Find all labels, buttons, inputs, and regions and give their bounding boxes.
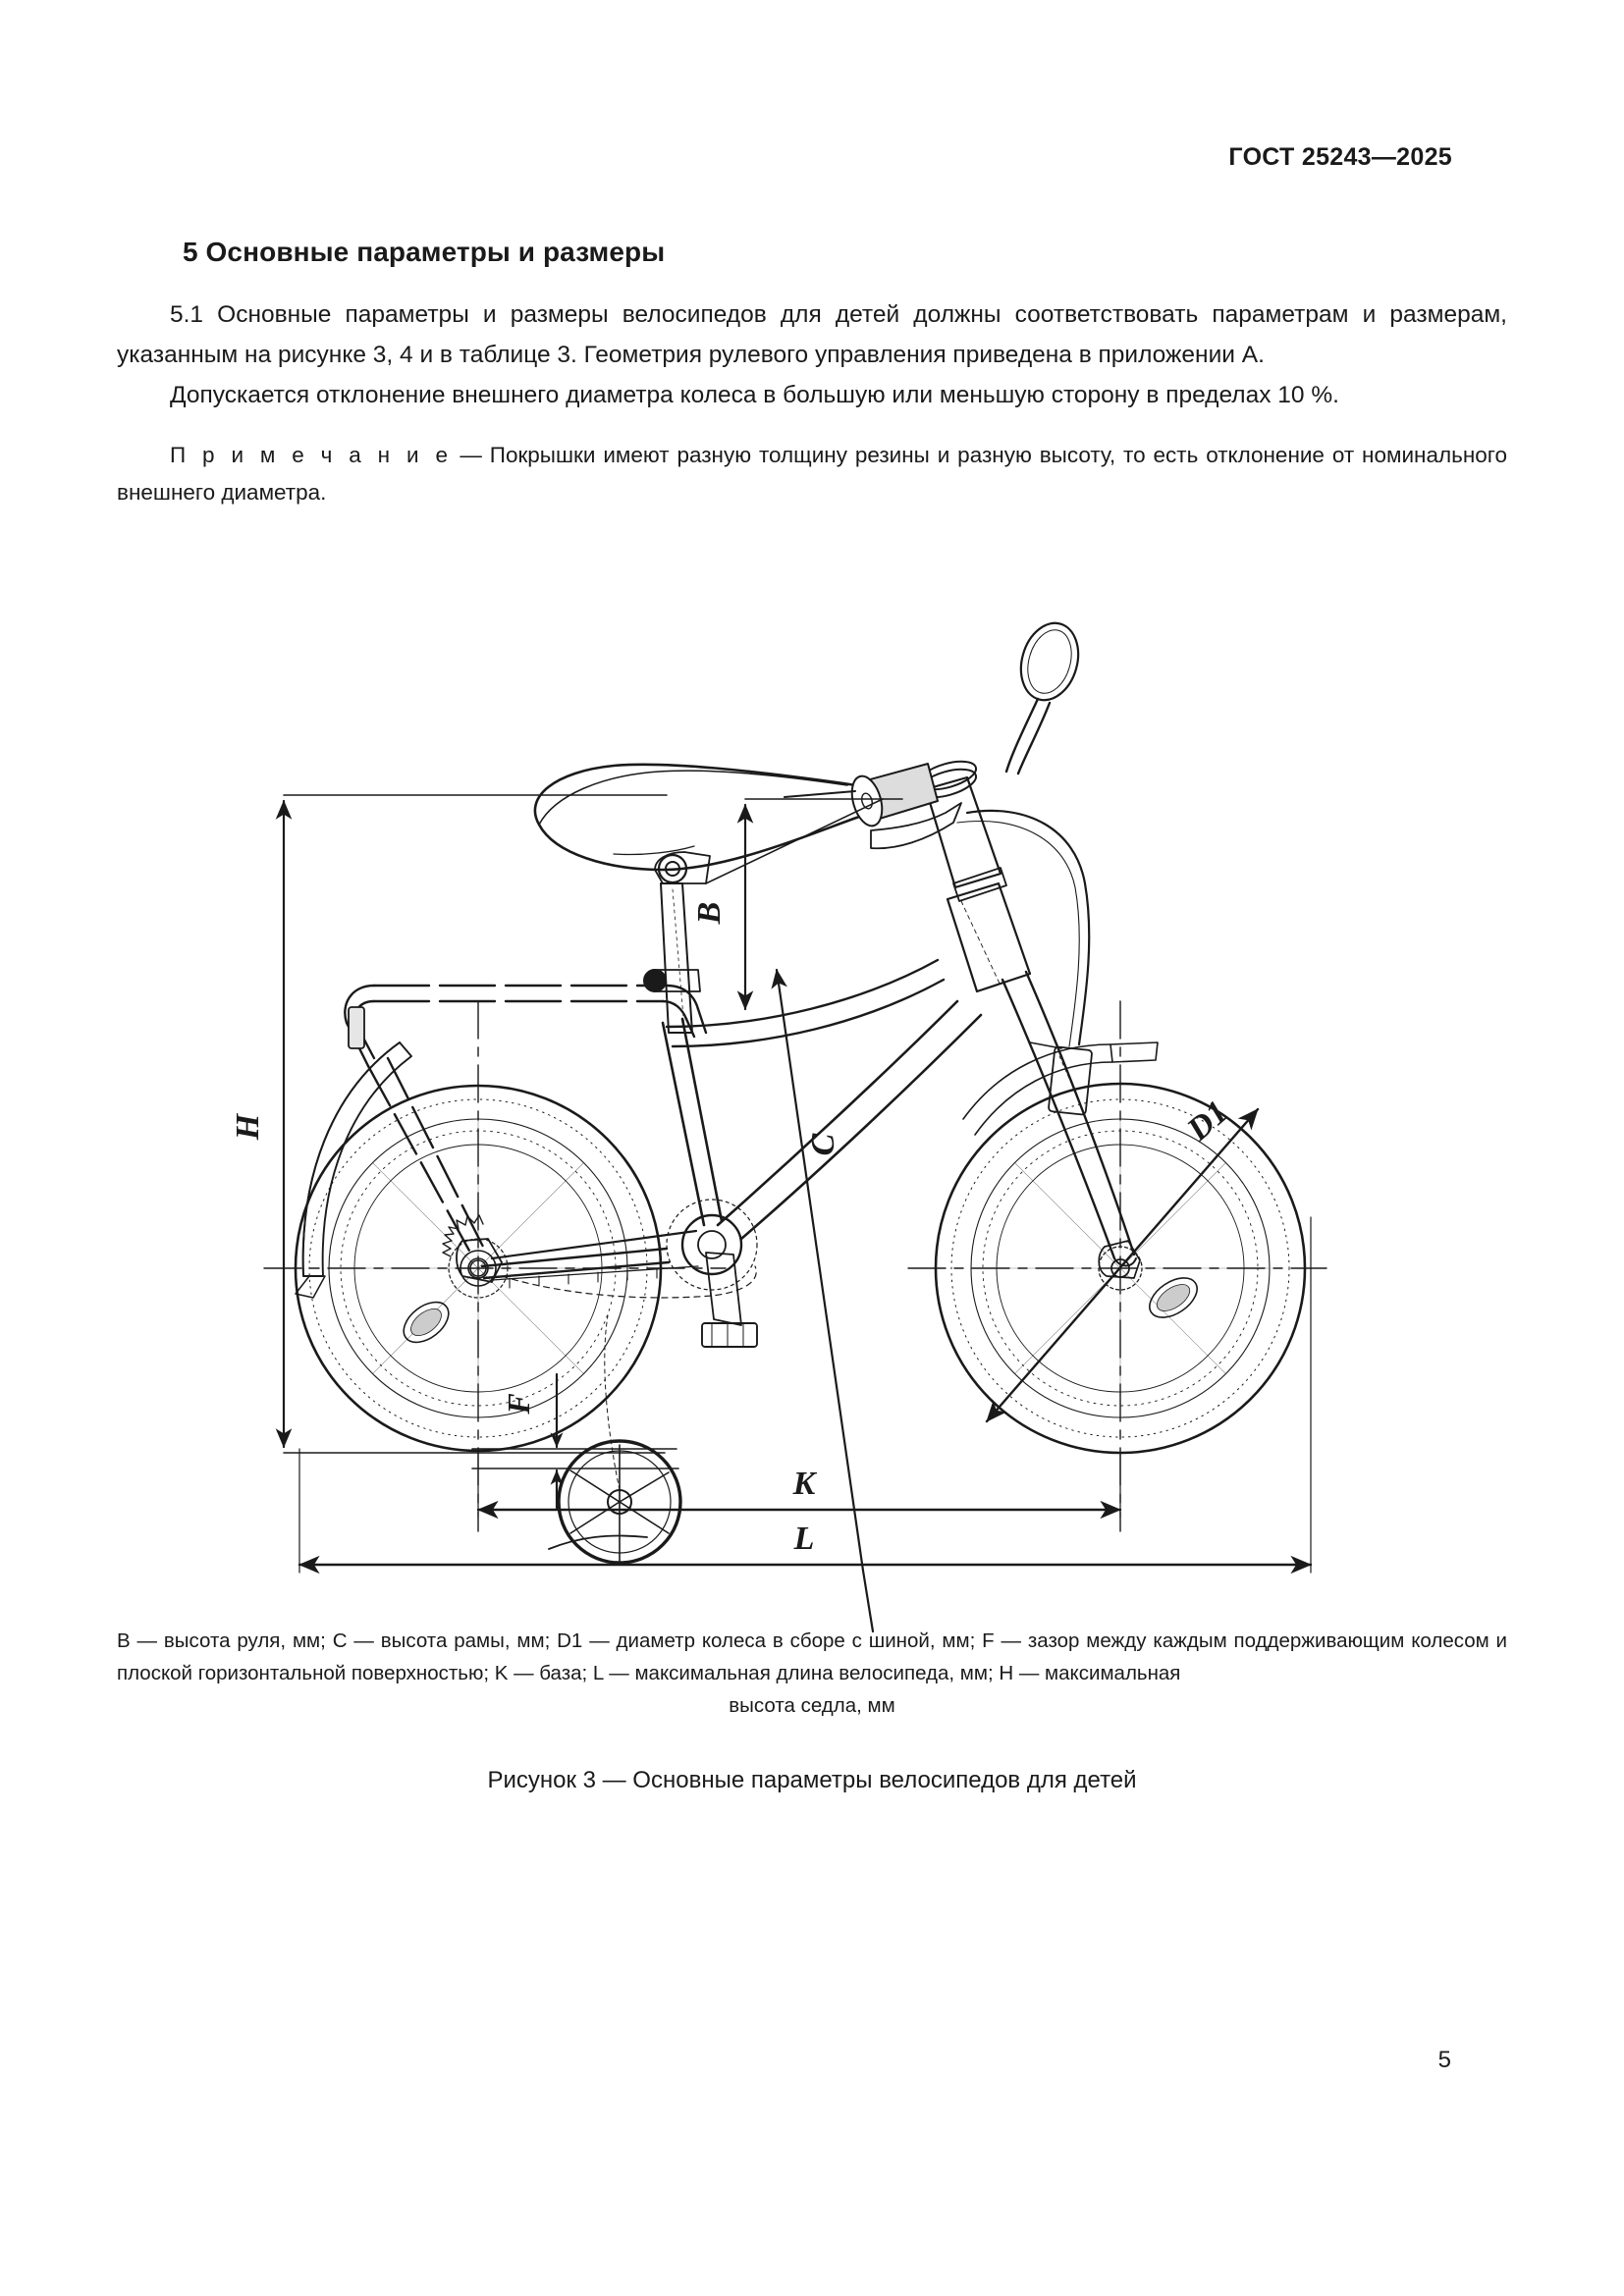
section-heading: 5 Основные параметры и размеры <box>183 236 666 267</box>
handlebar-grip <box>784 763 939 828</box>
front-fork <box>1001 970 1141 1279</box>
dimension-label-K: K <box>792 1466 818 1502</box>
dimension-label-F: F <box>501 1393 536 1415</box>
dimension-K <box>476 1452 1122 1520</box>
dimension-label-H: H <box>230 1112 266 1141</box>
paragraph-5-1: 5.1 Основные параметры и размеры велосип… <box>117 301 1507 368</box>
dimension-C <box>771 968 875 1633</box>
page-number: 5 <box>1437 2047 1451 2073</box>
dimension-D1 <box>985 1107 1260 1423</box>
figure-3: B C D1 F H K L <box>117 589 1507 1669</box>
dimension-H <box>275 794 668 1454</box>
running-header-standard-id: ГОСТ 25243—2025 <box>1228 143 1452 171</box>
frame-main <box>661 958 983 1276</box>
dimension-label-L: L <box>793 1521 815 1557</box>
note-dash: — <box>460 443 482 467</box>
rear-rack <box>344 984 708 1068</box>
saddle-assembly <box>533 763 880 1034</box>
figure-legend-line-1: B — высота руля, мм; C — высота рамы, мм… <box>117 1629 1405 1652</box>
figure-legend-line-3: высота седла, мм <box>729 1694 895 1717</box>
drivetrain <box>442 1199 758 1348</box>
rear-sprocket <box>442 1214 509 1299</box>
dimension-label-B: B <box>691 902 728 926</box>
dimension-label-C: C <box>805 1133 841 1155</box>
figure-caption: Рисунок 3 — Основные параметры велосипед… <box>487 1767 1137 1793</box>
note-label: П р и м е ч а н и е <box>170 443 453 467</box>
paragraph-deviation: Допускается отклонение внешнего диаметра… <box>170 382 1339 408</box>
dimension-B <box>705 798 903 1011</box>
chain-stay <box>480 1247 671 1280</box>
seat-stay <box>366 1056 486 1255</box>
body-text-block: 5.1 Основные параметры и размеры велосип… <box>117 294 1507 511</box>
rear-fender <box>295 1041 412 1299</box>
figure-legend: B — высота руля, мм; C — высота рамы, мм… <box>117 1625 1507 1722</box>
note-text: Покрышки имеют разную толщину резины и р… <box>117 443 1507 505</box>
bicycle-technical-drawing: B C D1 F H K L <box>230 621 1327 1633</box>
steering-assembly <box>784 621 1093 1116</box>
pedal <box>701 1322 758 1348</box>
figure-legend-line-2: колесом и плоской горизонтальной поверхн… <box>117 1629 1508 1684</box>
note-block: П р и м е ч а н и е — Покрышки имеют раз… <box>117 437 1507 511</box>
dimension-F <box>471 1372 679 1510</box>
front-wheel <box>907 1000 1327 1532</box>
paragraph-spacer <box>117 415 1507 437</box>
rear-view-mirror <box>1004 621 1080 775</box>
dimension-label-D1: D1 <box>1180 1094 1235 1148</box>
dimension-L <box>298 1216 1313 1575</box>
